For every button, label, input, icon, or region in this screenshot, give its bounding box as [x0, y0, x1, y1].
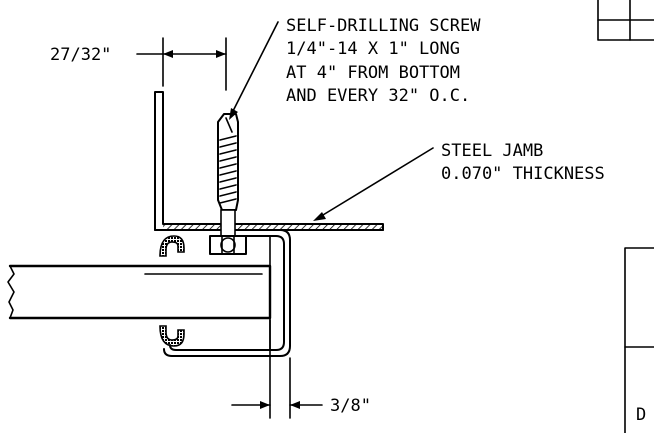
bottom-dimension: [231, 319, 323, 419]
steel-angle: [154, 91, 384, 231]
partial-letter: D: [636, 405, 646, 425]
screw-callout-line-3: AT 4" FROM BOTTOM: [286, 63, 460, 83]
screw-callout: SELF-DRILLING SCREW 1/4"-14 X 1" LONG AT…: [229, 16, 481, 120]
top-dimension: [136, 37, 227, 91]
jamb-callout-line-2: 0.070" THICKNESS: [441, 164, 605, 184]
top-dimension-label: 27/32": [50, 45, 111, 65]
jamb-callout-line-1: STEEL JAMB: [441, 141, 543, 161]
door-panel: [7, 264, 272, 320]
screw-callout-line-2: 1/4"-14 X 1" LONG: [286, 39, 460, 59]
screw-callout-line-4: AND EVERY 32" O.C.: [286, 86, 470, 106]
gasket-top: [159, 235, 185, 257]
screw-callout-line-1: SELF-DRILLING SCREW: [286, 16, 481, 36]
jamb-callout: STEEL JAMB 0.070" THICKNESS: [313, 141, 605, 221]
title-block-fragment: [597, 0, 654, 41]
gasket-bottom: [159, 325, 185, 347]
border-fragment: [624, 247, 654, 433]
self-drilling-screw: [209, 113, 247, 255]
bottom-dimension-label: 3/8": [330, 396, 371, 416]
